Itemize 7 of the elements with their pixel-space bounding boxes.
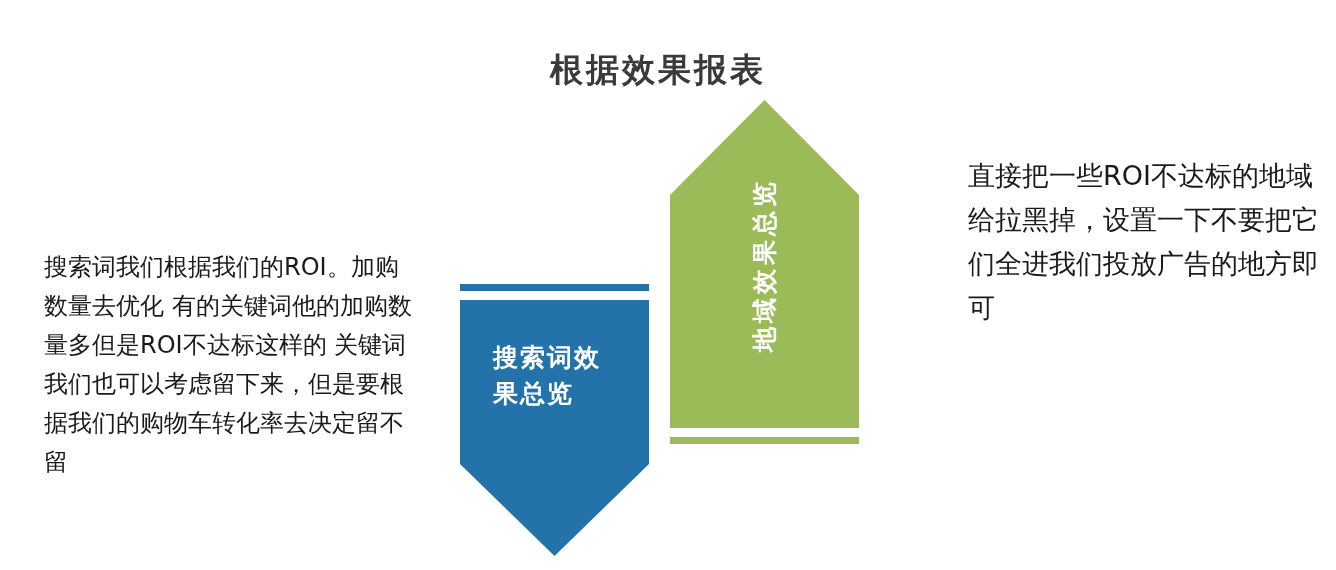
title: 根据效果报表	[548, 49, 767, 91]
up-arrow-shape	[670, 100, 859, 428]
shape-label: 地域效果总览	[749, 177, 780, 355]
paragraph: 搜索词我们根据我们的ROI。加购数量去优化 有的关键词他的加购数量多但是ROI不达标这样的 关键词我们也可以考虑留下来，但是要根据我们的购物车转化率去决定留不留	[44, 252, 413, 478]
paragraph: 直接把一些ROI不达标的地域给拉黑掉，设置一下不要把它们全进我们投放广告的地方即可	[968, 159, 1320, 325]
shape-label: 搜索词效果总览	[493, 342, 602, 410]
down-arrow-shape	[460, 300, 649, 556]
